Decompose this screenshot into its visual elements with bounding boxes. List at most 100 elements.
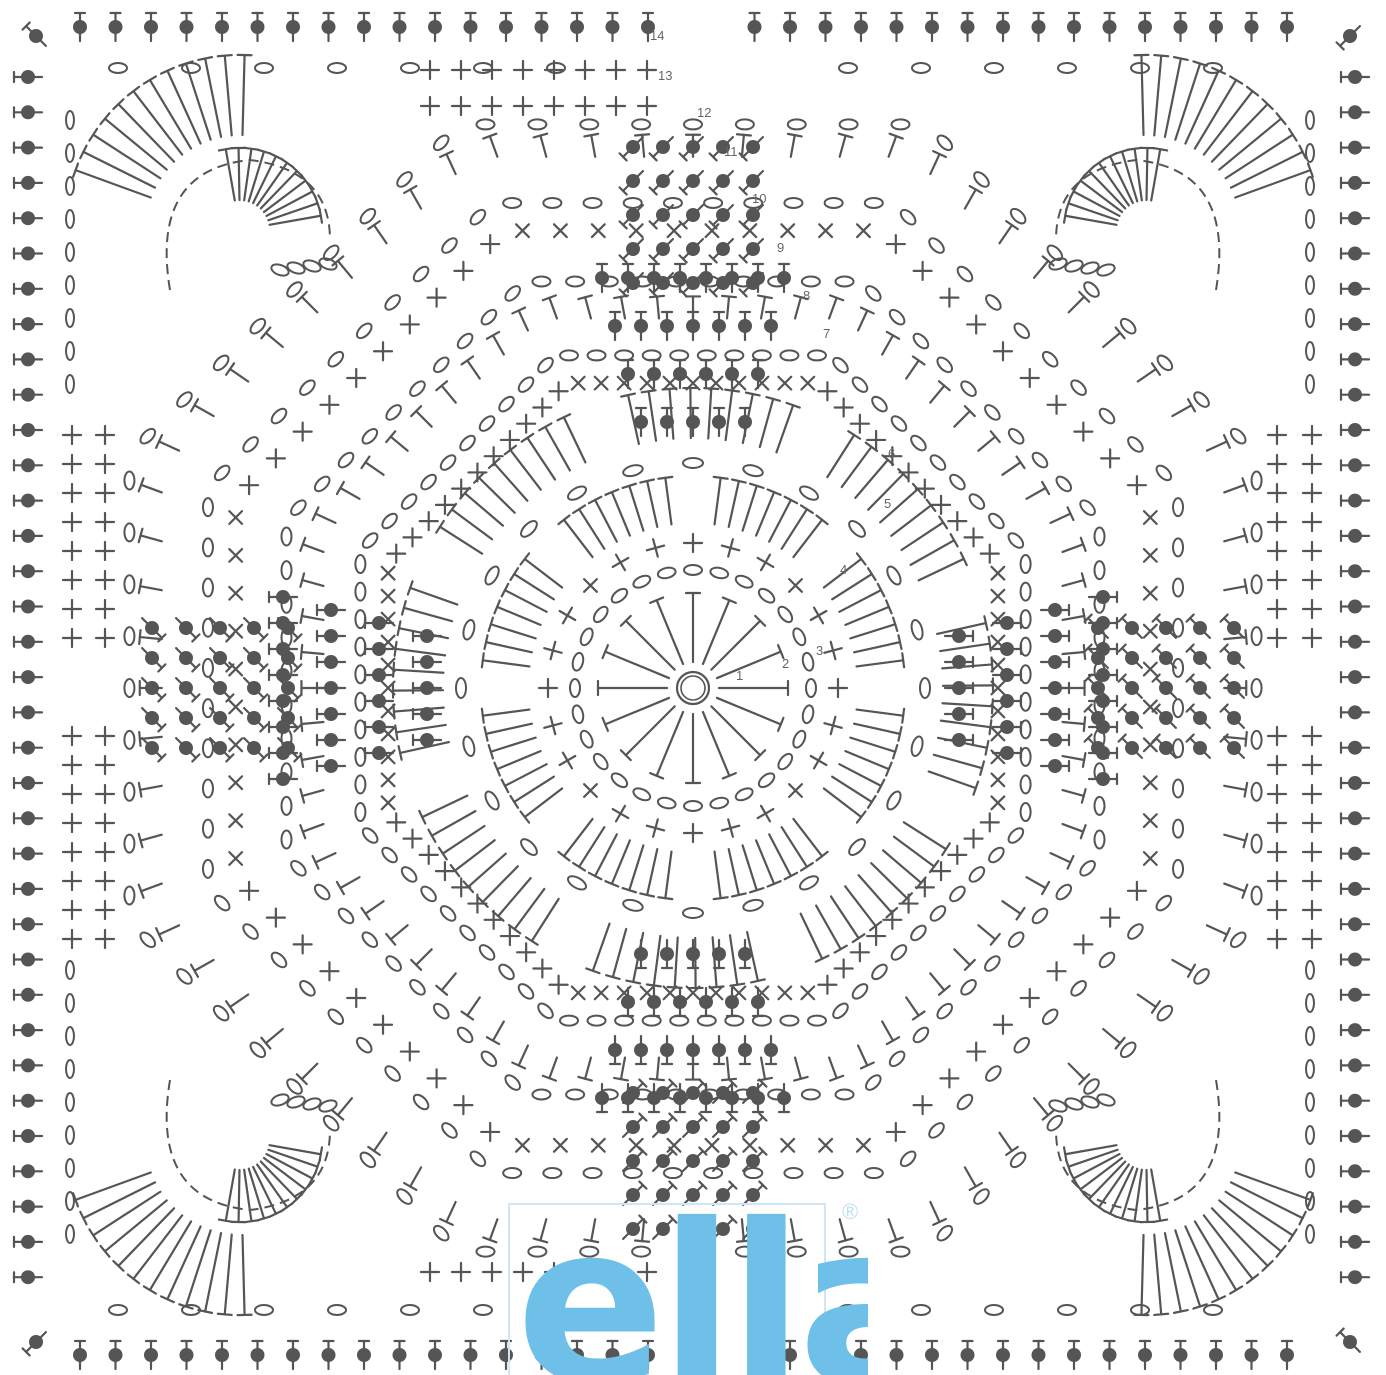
ring11-sc: [510, 218, 535, 243]
border-bottom-stitch: [1138, 1341, 1152, 1369]
ring8-chain: [909, 923, 929, 943]
side-bobble: [608, 312, 622, 340]
border-chain: [401, 63, 419, 73]
ring11-sc: [940, 289, 958, 307]
ring8-chain: [986, 511, 1006, 531]
ring12-chain: [354, 1035, 374, 1055]
side-chain: [1306, 243, 1314, 261]
border-top-stitch-dot: [322, 20, 336, 34]
diag-bobble: [738, 234, 768, 264]
border-right-stitch: [1341, 176, 1369, 190]
round4-chain: [683, 458, 703, 468]
diag-bobble: [137, 703, 167, 733]
round6-fan: [394, 670, 444, 673]
diag-bobble: [708, 1146, 738, 1176]
ring9-dc: [519, 1046, 528, 1066]
round6-fan: [432, 811, 476, 836]
ring10-chain: [431, 355, 451, 375]
diag-bobble: [171, 733, 201, 763]
ring7-sc: [420, 512, 438, 530]
border-left-stitch: [14, 564, 42, 578]
round6-fan-bar: [668, 987, 682, 988]
ring9-dc: [978, 925, 995, 939]
fan-outer-dc: [205, 1233, 221, 1311]
side-bobble-dot: [1096, 746, 1110, 760]
ring8-chain: [536, 1001, 556, 1021]
side-bobble-dot: [595, 1091, 609, 1105]
round6-fan-bar: [848, 431, 860, 439]
ring12-chain: [468, 207, 488, 227]
side-bobble-dot: [660, 947, 674, 961]
border-chain: [328, 1305, 346, 1315]
border-left-stitch-dot: [21, 352, 35, 366]
ring11-sc: [428, 1069, 446, 1087]
round6-fan-bar: [939, 517, 947, 529]
border-right-stitch-dot: [1348, 847, 1362, 861]
ring7-sc: [985, 790, 1010, 815]
border-top-stitch: [1103, 13, 1117, 41]
round4-chain: [566, 484, 588, 503]
ring13-dc-bar: [1245, 579, 1248, 593]
fan-dc: [239, 148, 240, 200]
border-top-stitch: [925, 13, 939, 41]
border-chain: [1204, 1305, 1222, 1315]
border-left-stitch-dot: [21, 600, 35, 614]
fan-outer-dc: [1165, 1233, 1181, 1311]
border-top-stitch-dot: [73, 20, 87, 34]
border-left-stitch: [14, 70, 42, 84]
ring13-dc-bar: [1152, 1001, 1160, 1013]
border-bottom-stitch-dot: [180, 1348, 194, 1362]
ring9-dc: [391, 925, 408, 939]
diag-bobble: [678, 1146, 708, 1176]
round6-fan-bar: [992, 657, 993, 671]
round6-fan-bar: [398, 621, 401, 635]
round4-chain: [483, 564, 502, 586]
ring9-dc: [858, 311, 867, 331]
side-bobble: [686, 940, 700, 968]
side-bobble-dot: [1048, 655, 1062, 669]
ring7-sc: [387, 813, 405, 831]
ring11-sc: [813, 1133, 838, 1158]
side-chain: [1306, 342, 1314, 360]
border-left-stitch: [14, 176, 42, 190]
ring13-dc: [140, 586, 162, 590]
border-left-stitch: [14, 247, 42, 261]
ring12-chain: [927, 1121, 947, 1141]
ring14-chain: [891, 119, 909, 129]
border-right-stitch-dot: [1348, 1058, 1362, 1072]
diag-bobble: [708, 166, 738, 196]
border-top-stitch-dot: [996, 20, 1010, 34]
round5-fan: [612, 492, 630, 535]
sc-right: [1303, 571, 1321, 589]
ring14-chain: [1252, 679, 1262, 697]
ring10-chain: [281, 831, 291, 849]
border-left-stitch: [14, 282, 42, 296]
sc-left2: [96, 843, 114, 861]
ring13-dc-bar: [1006, 1147, 1018, 1155]
border-top-stitch: [251, 13, 265, 41]
ring7-sc: [420, 846, 438, 864]
ring11-sc: [967, 1043, 985, 1061]
ring9-dc: [1063, 756, 1085, 760]
ring8-chain: [948, 884, 968, 904]
sc-left: [63, 843, 81, 861]
side-bobble: [1089, 590, 1117, 604]
round6-fan-bar: [621, 394, 635, 397]
border-right-stitch-dot: [1348, 564, 1362, 578]
ring8-chain: [399, 865, 419, 885]
ring10-chain: [1095, 797, 1105, 815]
ring8-chain: [588, 1016, 606, 1026]
ring8-chain: [967, 492, 987, 512]
fan-dc: [239, 1170, 240, 1222]
ring8-chain: [477, 414, 497, 434]
sc-right2: [1268, 513, 1286, 531]
ring12-chain: [584, 1168, 602, 1178]
side-chain: [66, 1159, 74, 1177]
ring9-dc: [1063, 652, 1085, 654]
ring11-sc: [267, 909, 285, 927]
ring8-chain: [808, 350, 826, 360]
round3-sc: [555, 748, 580, 773]
ring13-dc: [1034, 1098, 1048, 1115]
sc-right2: [1268, 756, 1286, 774]
side-bobble: [777, 264, 791, 292]
